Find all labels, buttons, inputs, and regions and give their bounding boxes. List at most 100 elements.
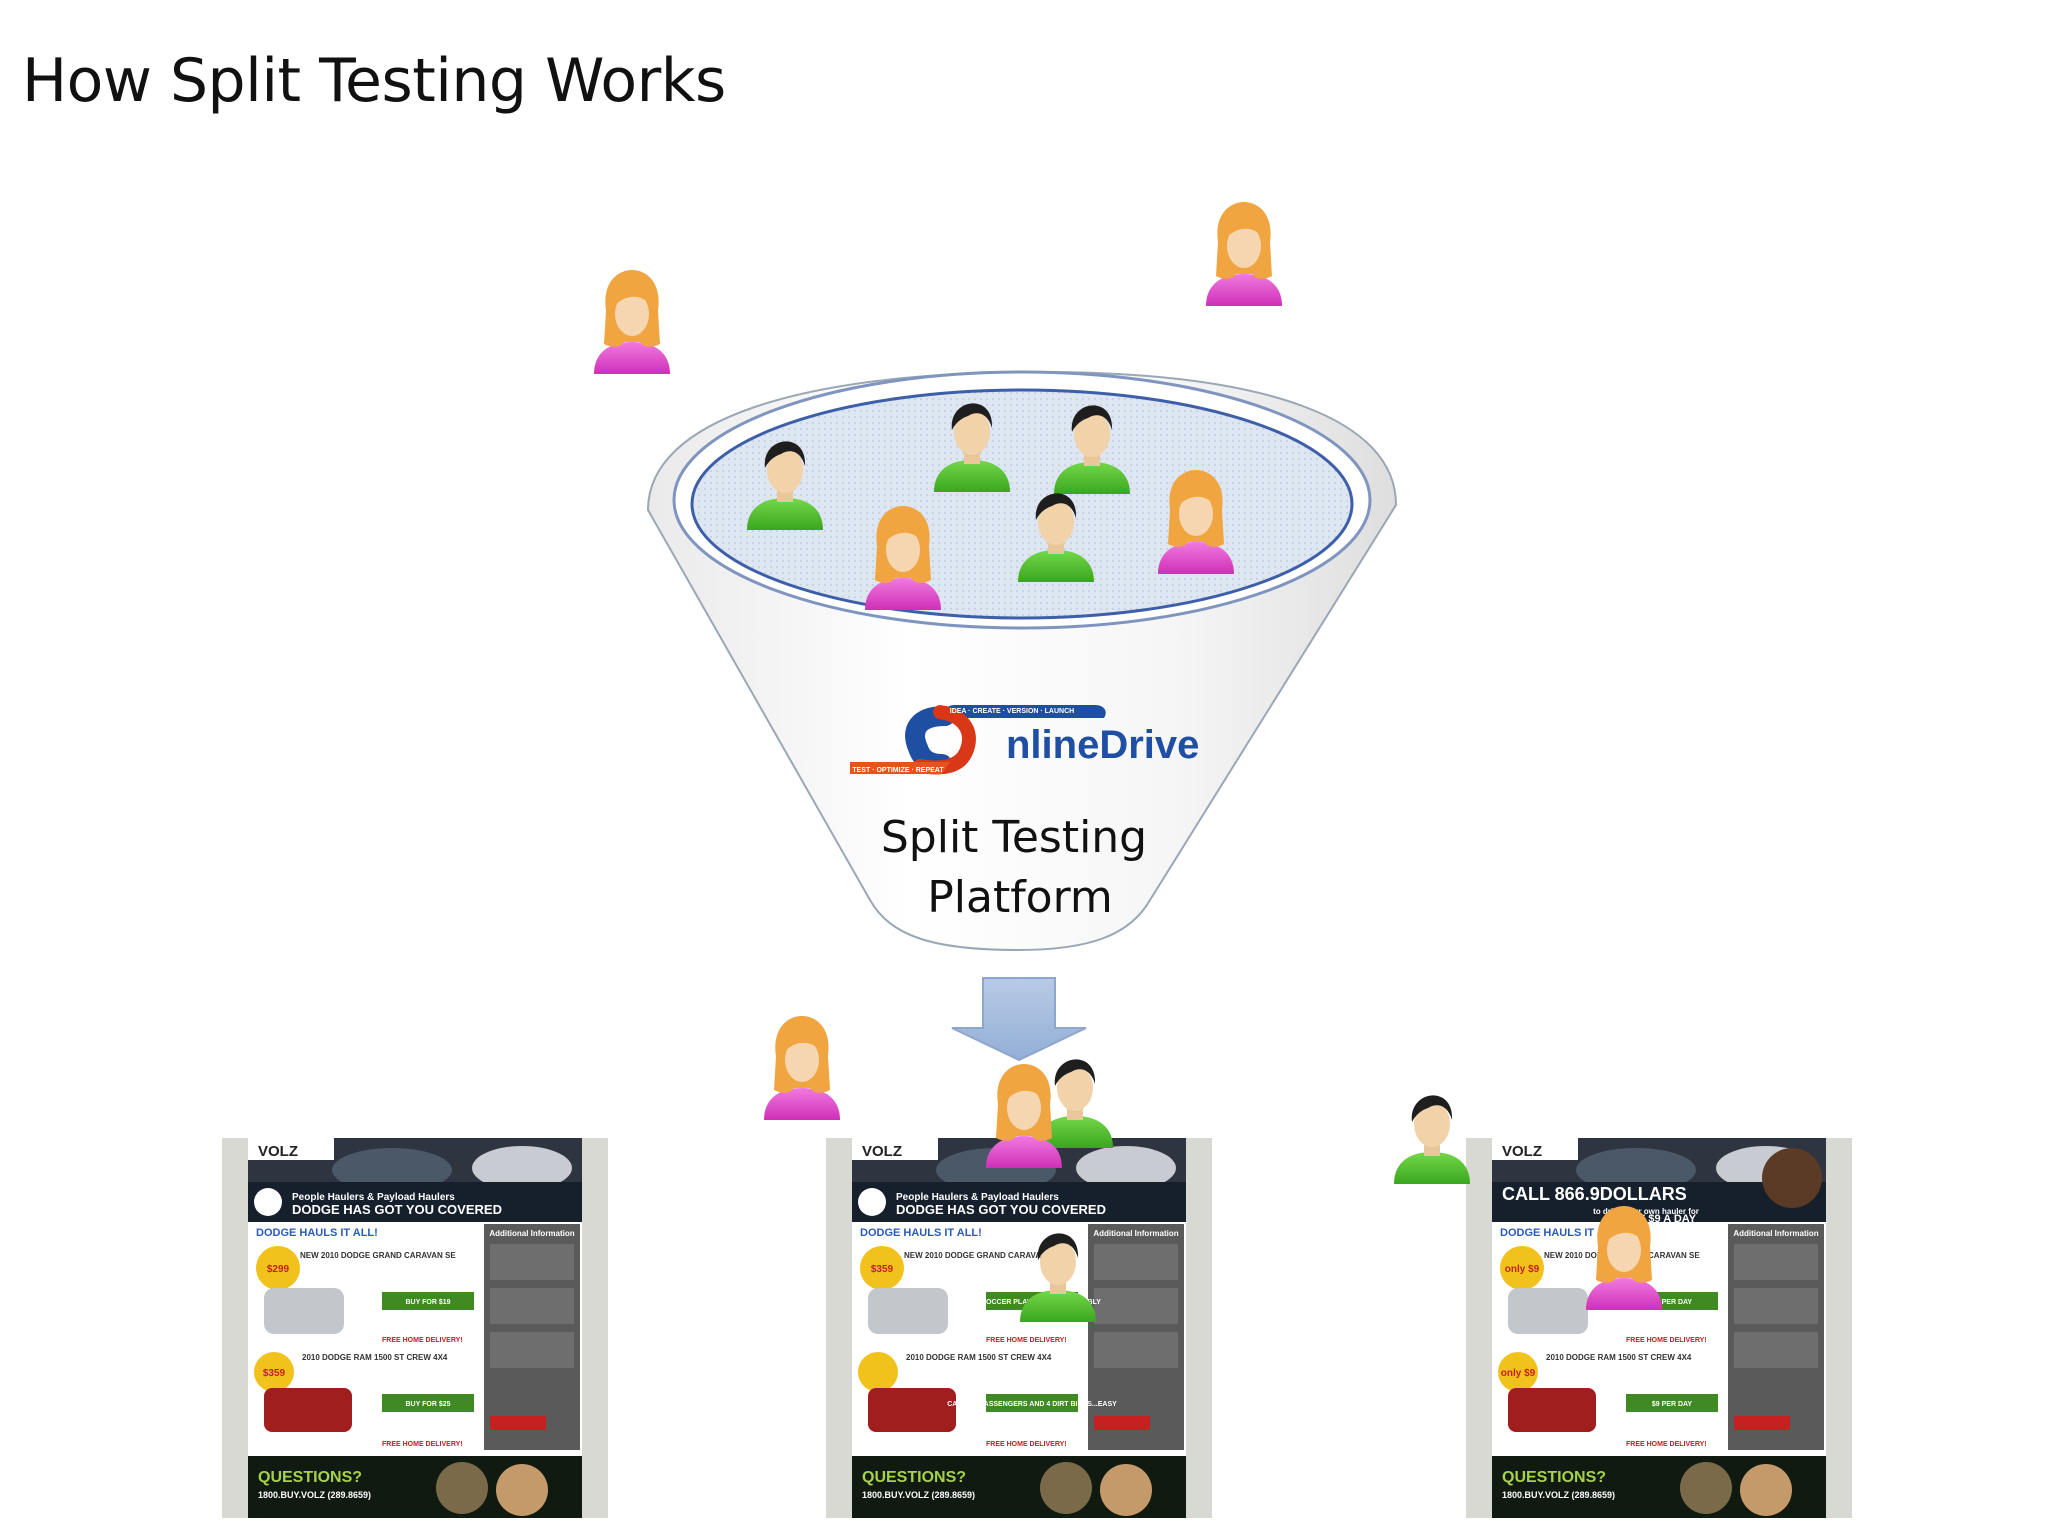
lp-item-title: 2010 DODGE RAM 1500 ST CREW 4X4: [1546, 1353, 1692, 1362]
lp-delivery: FREE HOME DELIVERY!: [1626, 1337, 1707, 1344]
lp-signup-button: [1734, 1416, 1790, 1430]
lp-cta-label: CARRY 4 PASSENGERS AND 4 DIRT BIKES...EA…: [947, 1401, 1117, 1408]
lp-hero-truck: [1576, 1148, 1696, 1192]
lp-signup-button: [490, 1416, 546, 1430]
lp-hero-van: [1076, 1146, 1176, 1190]
lp-delivery: FREE HOME DELIVERY!: [986, 1441, 1067, 1448]
lp-hero-truck: [332, 1148, 452, 1192]
lp-footer-photo: [436, 1462, 488, 1514]
lp-form-field: [490, 1244, 574, 1280]
lp-badge-text: $359: [263, 1368, 286, 1379]
lp-headline-band: [248, 1182, 582, 1222]
lp-brand: VOLZ: [1502, 1143, 1542, 1160]
lp-footer-photo: [496, 1464, 548, 1516]
funnel-label-line1: Split Testing: [881, 812, 1147, 863]
lp-form-field: [1094, 1244, 1178, 1280]
lp-footer-photo: [1100, 1464, 1152, 1516]
lp-footer-questions: QUESTIONS?: [258, 1469, 362, 1486]
lp-truck-image: [264, 1388, 352, 1432]
lp-delivery: FREE HOME DELIVERY!: [382, 1337, 463, 1344]
lp-ram-logo: [858, 1188, 886, 1216]
lp-headline-main: DODGE HAS GOT YOU COVERED: [292, 1202, 502, 1217]
lp-delivery: FREE HOME DELIVERY!: [1626, 1441, 1707, 1448]
lp-footer-photo: [1680, 1462, 1732, 1514]
lp-section-title: DODGE HAULS IT ALL!: [256, 1227, 378, 1239]
lp-cta-label: BUY FOR $19: [406, 1299, 451, 1306]
logo-brand: nlineDrive: [1006, 723, 1199, 767]
lp-badge: [254, 1352, 294, 1392]
lp-truck-image: [868, 1388, 956, 1432]
lp-badge: [1498, 1352, 1538, 1392]
lp-brand: VOLZ: [258, 1143, 298, 1160]
lp-headline-main: CALL 866.9DOLLARS: [1502, 1184, 1687, 1204]
lp-cta-button: [382, 1394, 474, 1412]
lp-badge-text: $299: [267, 1264, 290, 1275]
lp-section-title: DODGE HAULS IT ALL!: [1500, 1227, 1622, 1239]
logo-tagline-top: IDEA · CREATE · VERSION · LAUNCH: [950, 708, 1074, 715]
lp-signup-button: [1094, 1416, 1150, 1430]
lp-logo-bg: [852, 1138, 938, 1160]
lp-sidebar-title: Additional Information: [1093, 1229, 1178, 1238]
lp-item-title: 2010 DODGE RAM 1500 ST CREW 4X4: [302, 1353, 448, 1362]
lp-badge: [256, 1246, 300, 1290]
lp-delivery: FREE HOME DELIVERY!: [986, 1337, 1067, 1344]
lp-man-photo: [1762, 1148, 1822, 1208]
lp-cta-label: $9 PER DAY: [1652, 1401, 1693, 1408]
lp-section-title: DODGE HAULS IT ALL!: [860, 1227, 982, 1239]
lp-brand: VOLZ: [862, 1143, 902, 1160]
lp-badge: [858, 1352, 898, 1392]
lp-car-image: [264, 1288, 344, 1334]
lp-truck-image: [1508, 1388, 1596, 1432]
funnel-label-line2: Platform: [927, 872, 1113, 923]
lp-form-field: [1734, 1288, 1818, 1324]
lp-ram-logo: [254, 1188, 282, 1216]
lp-footer-phone: 1800.BUY.VOLZ (289.8659): [258, 1490, 371, 1500]
lp-cta-button: [986, 1394, 1078, 1412]
lp-headline-main: DODGE HAS GOT YOU COVERED: [896, 1202, 1106, 1217]
lp-item-title: NEW 2010 DODGE GRAND CARAVAN SE: [300, 1251, 456, 1260]
lp-cta-button: [382, 1292, 474, 1310]
lp-hero-van: [472, 1146, 572, 1190]
lp-form-field: [1094, 1332, 1178, 1368]
funnel: [646, 370, 1398, 952]
lp-footer-questions: QUESTIONS?: [862, 1469, 966, 1486]
page-title: How Split Testing Works: [22, 46, 726, 116]
lp-badge-text: only $9: [1501, 1368, 1536, 1379]
logo-tagline-bottom: TEST · OPTIMIZE · REPEAT: [852, 767, 944, 774]
lp-footer-questions: QUESTIONS?: [1502, 1469, 1606, 1486]
lp-footer-phone: 1800.BUY.VOLZ (289.8659): [862, 1490, 975, 1500]
lp-sidebar-title: Additional Information: [489, 1229, 574, 1238]
person-female-icon: [1206, 202, 1282, 306]
lp-badge: [860, 1246, 904, 1290]
lp-headline-small: People Haulers & Payload Haulers: [896, 1192, 1059, 1203]
lp-item-title: 2010 DODGE RAM 1500 ST CREW 4X4: [906, 1353, 1052, 1362]
down-arrow-icon: [951, 977, 1087, 1062]
lp-badge-text: $359: [871, 1264, 894, 1275]
lp-logo-bg: [248, 1138, 334, 1160]
lp-car-image: [1508, 1288, 1588, 1334]
lp-car-image: [868, 1288, 948, 1334]
lp-item-title: NEW 2010 DODGE GRAND CARAVAN SE: [904, 1251, 1060, 1260]
lp-headline-small: People Haulers & Payload Haulers: [292, 1192, 455, 1203]
lp-form-field: [1094, 1288, 1178, 1324]
lp-badge-text: only $9: [1505, 1264, 1540, 1275]
lp-footer-phone: 1800.BUY.VOLZ (289.8659): [1502, 1490, 1615, 1500]
person-female-icon: [986, 1064, 1062, 1168]
lp-badge: [1500, 1246, 1544, 1290]
lp-form-field: [1734, 1332, 1818, 1368]
lp-cta-button: [1626, 1394, 1718, 1412]
lp-form-field: [490, 1288, 574, 1324]
lp-delivery: FREE HOME DELIVERY!: [382, 1441, 463, 1448]
lp-form-field: [1734, 1244, 1818, 1280]
lp-footer-photo: [1040, 1462, 1092, 1514]
lp-logo-bg: [1492, 1138, 1578, 1160]
person-female-icon: [764, 1016, 840, 1120]
lp-cta-label: $9 PER DAY: [1652, 1299, 1693, 1306]
lp-form-field: [490, 1332, 574, 1368]
lp-sidebar-title: Additional Information: [1733, 1229, 1818, 1238]
lp-cta-label: BUY FOR $25: [406, 1401, 451, 1408]
